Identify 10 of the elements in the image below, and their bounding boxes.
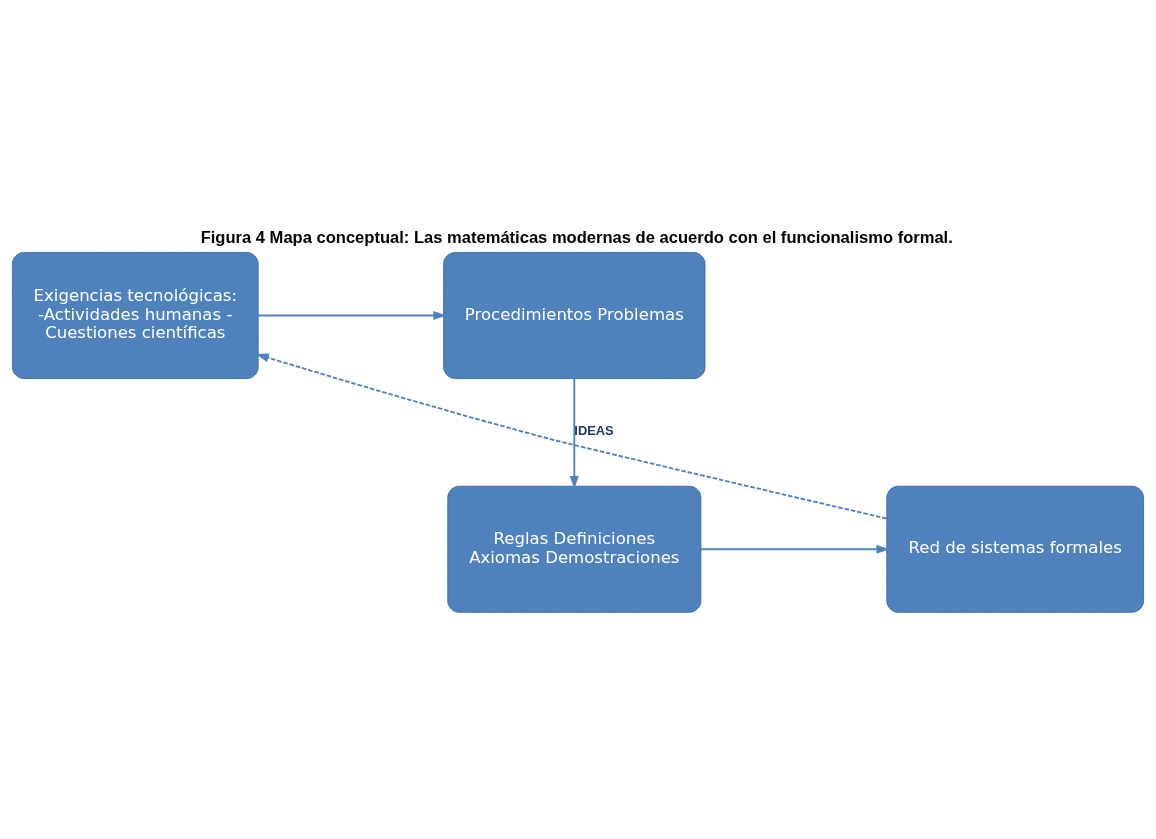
arrow	[700, 544, 890, 554]
arrow	[257, 311, 447, 320]
edge-label: IDEAS	[574, 422, 614, 438]
diagram-title: Figura 4 Mapa conceptual: Las matemáticas modernas de acuerdo con el funcionalismo formal.	[200, 227, 953, 247]
node-box: Red de sistemas formales	[886, 485, 1145, 613]
node-box: Reglas Definiciones Axiomas Demostraciones	[447, 485, 702, 613]
arrow	[569, 377, 579, 489]
arrow	[255, 353, 888, 520]
node-box: Procedimientos Problemas	[443, 252, 706, 379]
node-box: Exigencias tecnológicas: -Actividades humanas - Cuestiones científicas	[11, 252, 259, 379]
